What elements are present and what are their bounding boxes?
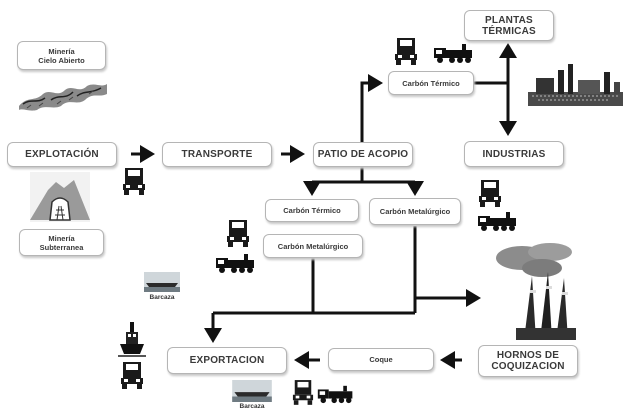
mineria-sub-line2: Subterranea [39,242,84,252]
mineria-sub-line1: Minería [48,233,75,243]
carbon-termico-mid-label: Carbón Térmico [283,206,341,215]
carbon-termico-top-box: Carbón Térmico [388,71,474,95]
open-pit-mine-icon [19,84,107,111]
hornos-line1: HORNOS DE [496,350,560,361]
exportacion-box: EXPORTACION [167,347,287,374]
barge-icon [144,272,180,292]
barcaza-label-1: Barcaza [149,294,175,301]
transporte-box: TRANSPORTE [162,142,272,167]
patio-de-acopio-box: PATIO DE ACOPIO [313,142,413,167]
truck-icon [121,362,143,389]
mineria-subterranea-box: Minería Subterranea [19,229,104,256]
carbon-metalurgico-right-box: Carbón Metalúrgico [369,198,461,225]
coke-oven-icon [496,243,576,340]
coque-label: Coque [369,355,393,364]
arrow-patio-carbon-termico [360,74,383,143]
train-icon [434,44,472,63]
train-icon [216,254,254,273]
mineria-cielo-abierto-box: Minería Cielo Abierto [17,41,106,70]
truck-icon [123,168,145,195]
train-icon [478,212,516,231]
carbon-metalurgico-mid-box: Carbón Metalúrgico [263,234,363,258]
truck-icon [292,380,314,405]
coque-box: Coque [328,348,434,371]
carbon-termico-mid-box: Carbón Térmico [265,199,359,222]
power-plant-icon [528,64,623,106]
explotacion-label: EXPLOTACIÓN [25,149,99,160]
underground-mine-icon [30,172,90,222]
explotacion-box: EXPLOTACIÓN [7,142,117,167]
barge-icon [232,380,272,402]
mineria-cielo-line2: Cielo Abierto [38,55,85,65]
hornos-de-coquizacion-box: HORNOS DE COQUIZACION [478,345,578,377]
plantas-line2: TÉRMICAS [482,25,536,37]
carbon-metal-right-label: Carbón Metalúrgico [379,207,451,216]
ship-icon [118,322,146,357]
mineria-cielo-line1: Minería [48,46,75,56]
industrias-box: INDUSTRIAS [464,141,564,167]
train-icon [317,385,353,404]
patio-label: PATIO DE ACOPIO [317,149,409,160]
exportacion-label: EXPORTACION [189,355,265,366]
carbon-metal-mid-label: Carbón Metalúrgico [277,241,349,251]
truck-icon [479,180,501,207]
carbon-termico-top-label: Carbón Térmico [402,78,460,88]
plantas-termicas-box: PLANTAS TÉRMICAS [464,10,554,41]
plantas-line1: PLANTAS [485,14,533,26]
industrias-label: INDUSTRIAS [482,148,546,160]
barcaza-label-2: Barcaza [239,403,265,410]
transporte-label: TRANSPORTE [181,149,253,160]
truck-icon [395,38,417,65]
hornos-line2: COQUIZACION [491,361,565,372]
truck-icon [227,220,249,247]
